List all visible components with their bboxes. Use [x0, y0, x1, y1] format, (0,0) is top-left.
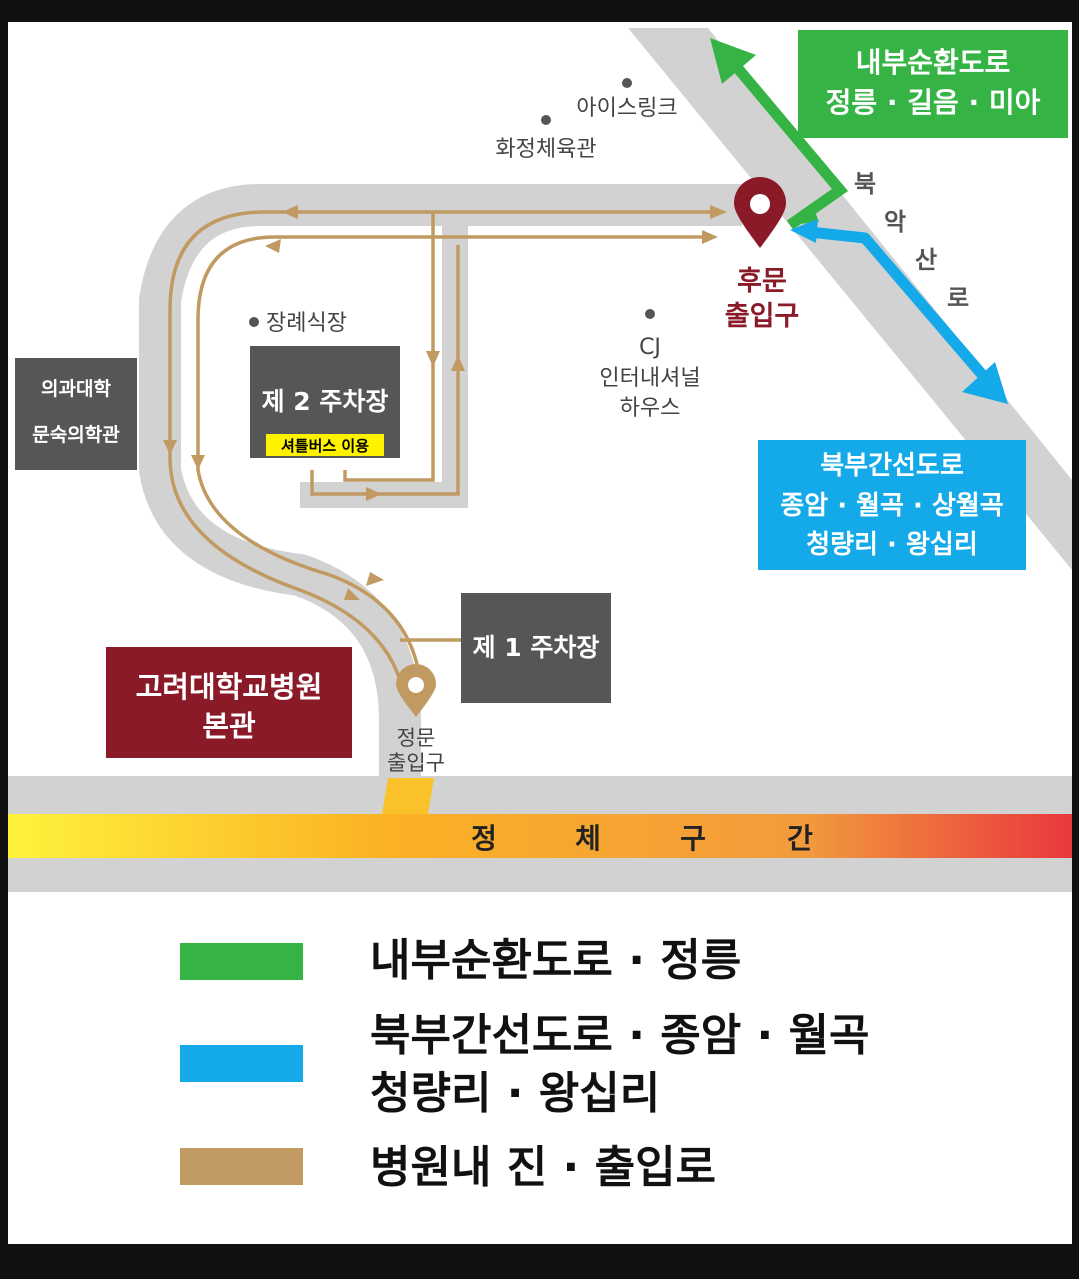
- brown-route-p2-loop-a: [343, 212, 435, 482]
- parking1-building: [461, 593, 611, 703]
- arrow: [451, 355, 465, 371]
- road-label-char-4: 로: [947, 284, 969, 312]
- hospital-name: 고려대학교병원: [136, 670, 323, 704]
- blue-arrowtail: [790, 219, 818, 243]
- green-arrowhead: [710, 38, 756, 84]
- green-arrowhead-small: [790, 204, 819, 225]
- inner-campus-road: [139, 184, 742, 800]
- cj-dot: [645, 309, 655, 319]
- route-arrows: [163, 205, 727, 600]
- cj-label-3: 하우스: [620, 396, 681, 421]
- road-label-char-2: 악: [884, 208, 906, 236]
- arrow: [265, 239, 281, 253]
- shuttle-badge: [266, 434, 384, 456]
- legend-label-brown: 병원내 진 · 출입로: [370, 1142, 716, 1193]
- parking2-label: 제 2 주차장: [262, 387, 389, 416]
- arrow: [344, 588, 360, 600]
- hospital-building-label: 본관: [202, 709, 256, 743]
- funeral-label: 장례식장: [266, 311, 347, 336]
- bottom-black-bar: [0, 1256, 1079, 1279]
- blue-sign-line3: 청량리 · 왕십리: [806, 530, 978, 560]
- bukaksan-road: [628, 28, 1072, 570]
- ice-rink-label: 아이스링크: [576, 96, 677, 121]
- legend-swatch-green: [180, 943, 303, 980]
- green-sign-line1: 내부순환도로: [856, 46, 1011, 79]
- ice-rink-dot: [622, 78, 632, 88]
- main-gate-line2: 출입구: [387, 751, 445, 775]
- legend-label-green: 내부순환도로 · 정릉: [370, 935, 741, 986]
- parking1-label: 제 1 주차장: [473, 633, 600, 662]
- hospital-main-building: [106, 647, 352, 758]
- blue-arrowhead: [962, 362, 1008, 404]
- main-road-upper: [8, 776, 1072, 814]
- brown-route-inner: [196, 235, 712, 681]
- arrow: [282, 205, 298, 219]
- medical-college-line1: 의과대학: [41, 378, 111, 400]
- cj-label-2: 인터내셔널: [599, 366, 700, 391]
- legend: 내부순환도로 · 정릉 북부간선도로 · 종암 · 월곡 청량리 · 왕십리 병…: [180, 935, 870, 1193]
- blue-sign-line2: 종암 · 월곡 · 상월곡: [780, 491, 1003, 521]
- congestion-char-1: 정: [471, 822, 497, 855]
- arrow: [710, 205, 727, 219]
- legend-swatch-brown: [180, 1148, 303, 1185]
- gym-label: 화정체육관: [495, 137, 596, 162]
- blue-sign-line1: 북부간선도로: [820, 451, 964, 481]
- main-gate-line1: 정문: [397, 726, 436, 750]
- brown-route-outer: [168, 210, 720, 681]
- back-gate-line1: 후문: [737, 266, 787, 297]
- legend-label-blue-line2: 청량리 · 왕십리: [370, 1068, 660, 1119]
- arrow: [426, 351, 440, 367]
- main-gate-entry: [382, 778, 434, 814]
- top-black-bar: [0, 0, 1079, 14]
- congestion-char-2: 체: [575, 822, 601, 855]
- legend-swatch-blue: [180, 1045, 303, 1082]
- green-sign-line2: 정릉 · 길음 · 미아: [826, 86, 1041, 119]
- medical-college-line2: 문숙의학관: [32, 424, 120, 446]
- arrow: [191, 455, 205, 470]
- arrow: [702, 230, 718, 244]
- arrow: [163, 440, 177, 455]
- back-gate-pin-icon: [734, 177, 786, 248]
- blue-direction-sign: [758, 440, 1026, 570]
- shuttle-badge-text: 셔틀버스 이용: [281, 437, 369, 455]
- arrow: [366, 487, 382, 501]
- cj-label-1: CJ: [639, 335, 661, 360]
- gym-dot: [541, 115, 551, 125]
- green-direction-sign: [798, 30, 1068, 138]
- congestion-band: [8, 814, 1072, 858]
- blue-route-arrow: [809, 226, 990, 382]
- funeral-dot: [249, 317, 259, 327]
- congestion-char-4: 간: [787, 822, 813, 855]
- main-gate-pin-icon: [396, 664, 436, 717]
- legend-label-blue-line1: 북부간선도로 · 종암 · 월곡: [370, 1010, 870, 1061]
- medical-college-building: [15, 358, 137, 470]
- congestion-char-3: 구: [680, 822, 706, 855]
- back-gate-line2: 출입구: [725, 301, 800, 332]
- arrow: [366, 572, 384, 586]
- road-label-char-1: 북: [854, 170, 876, 198]
- road-label-char-3: 산: [915, 246, 937, 274]
- main-road-lower: [8, 858, 1072, 892]
